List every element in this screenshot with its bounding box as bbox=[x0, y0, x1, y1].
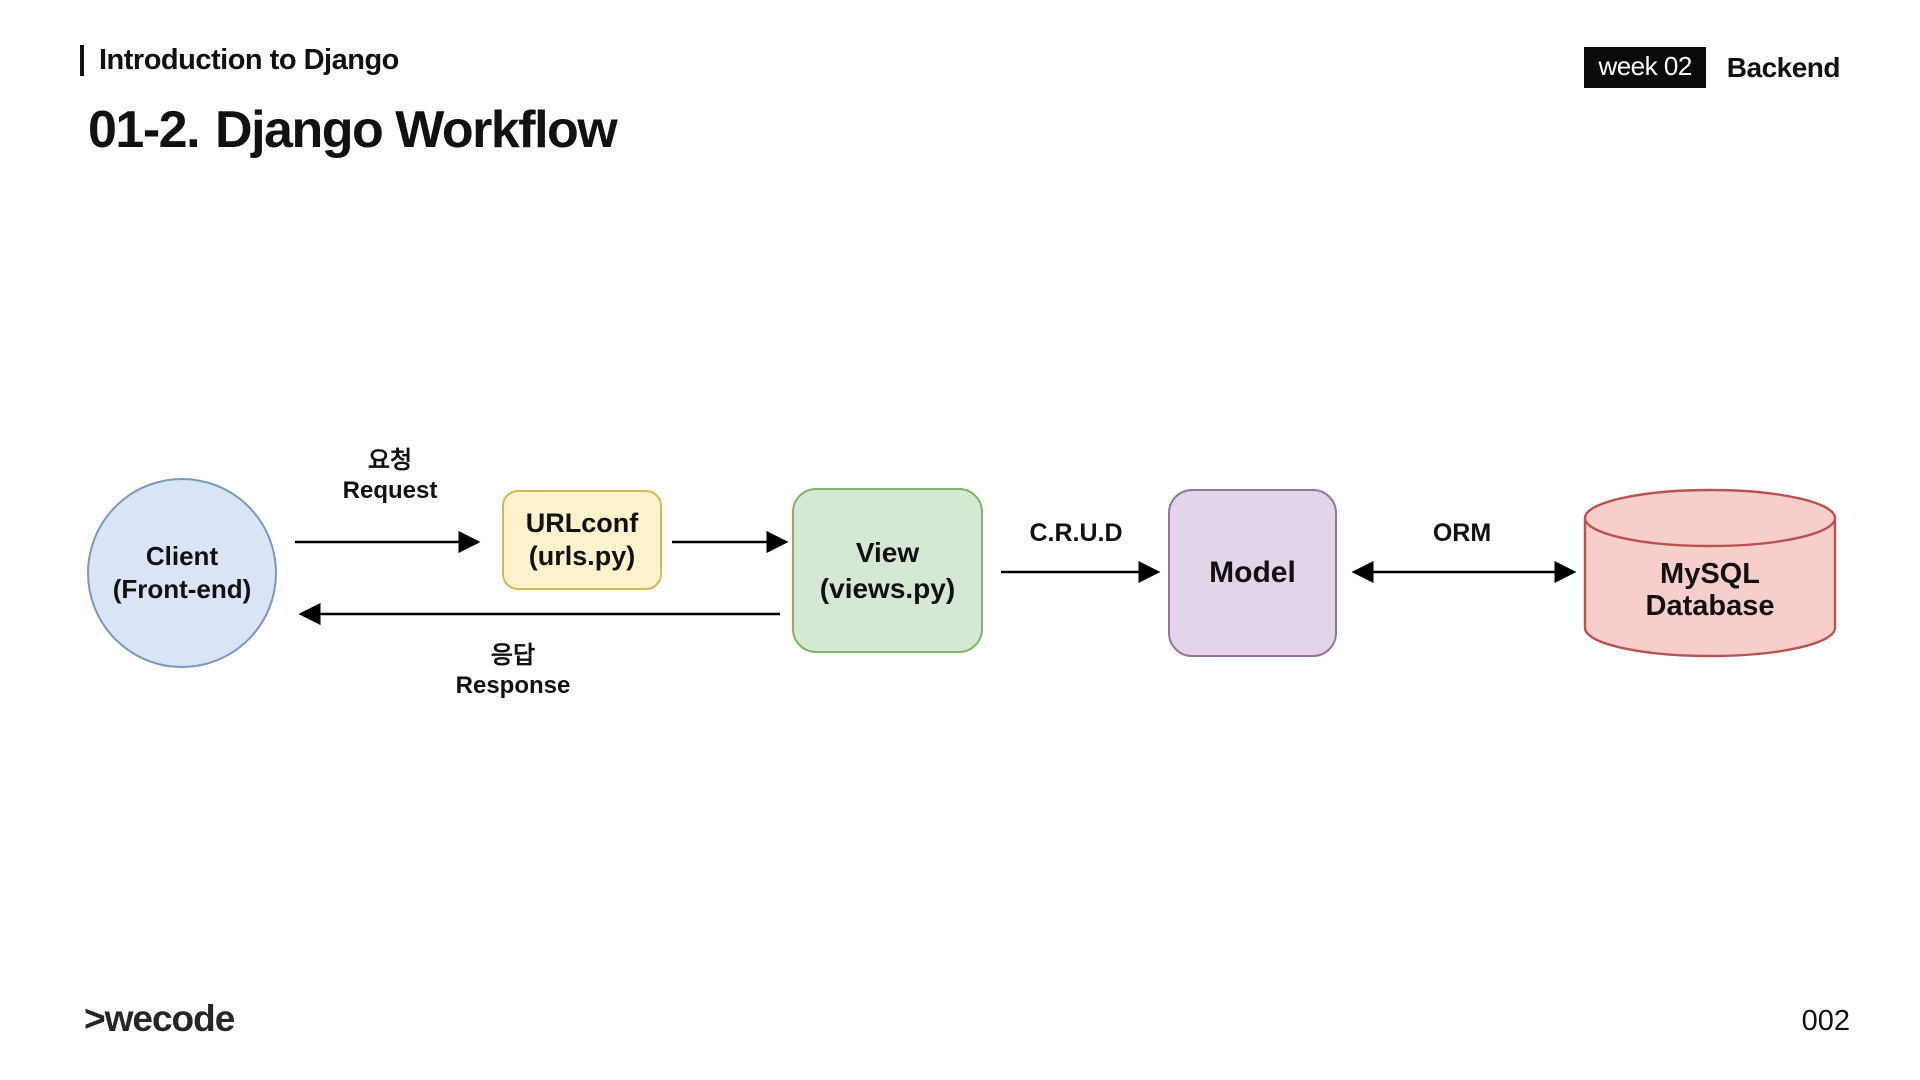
database-cylinder-top bbox=[1583, 488, 1837, 548]
week-badge: week 02 bbox=[1584, 47, 1706, 88]
wecode-logo: >wecode bbox=[84, 998, 235, 1039]
node-view-line2: (views.py) bbox=[819, 572, 956, 604]
node-database-line1: MySQL bbox=[1660, 558, 1760, 590]
node-client-line1: Client bbox=[145, 541, 219, 571]
track-label: Backend bbox=[1726, 51, 1841, 83]
edge-label-response: 응답 Response bbox=[413, 641, 613, 701]
node-urlconf-line1: URLconf bbox=[525, 508, 639, 538]
edge-label-crud: C.R.U.D bbox=[1029, 519, 1123, 547]
node-model-label: Model bbox=[1209, 556, 1296, 589]
page-title-number: 01-2. bbox=[88, 101, 201, 159]
node-model: Model bbox=[1168, 489, 1337, 657]
header-accent-bar bbox=[80, 45, 84, 76]
node-view-line1: View bbox=[855, 536, 920, 568]
request-label-en: Request bbox=[342, 477, 438, 504]
node-client: Client (Front-end) bbox=[87, 478, 277, 668]
node-urlconf: URLconf (urls.py) bbox=[502, 490, 662, 590]
node-view: View (views.py) bbox=[792, 488, 983, 653]
edge-label-orm: ORM bbox=[1432, 519, 1492, 547]
request-label-ko: 요청 bbox=[367, 447, 413, 474]
response-label-ko: 응답 bbox=[490, 642, 536, 669]
section-title: Introduction to Django bbox=[99, 44, 399, 76]
page-title: 01-2.Django Workflow bbox=[88, 100, 618, 160]
header: Introduction to Django bbox=[80, 44, 399, 77]
node-urlconf-line2: (urls.py) bbox=[528, 541, 636, 571]
node-database-label: MySQL Database bbox=[1583, 558, 1837, 622]
node-client-line2: (Front-end) bbox=[112, 574, 252, 604]
node-database-line2: Database bbox=[1645, 590, 1775, 622]
header-right: week 02 Backend bbox=[1584, 47, 1841, 88]
edge-label-request: 요청 Request bbox=[290, 446, 490, 506]
page-number: 002 bbox=[1801, 1005, 1850, 1037]
node-database: MySQL Database bbox=[1583, 488, 1837, 658]
database-cylinder-body bbox=[1583, 518, 1837, 658]
page-title-text: Django Workflow bbox=[215, 101, 618, 159]
response-label-en: Response bbox=[455, 672, 571, 699]
database-cylinder-icon bbox=[1583, 488, 1837, 658]
